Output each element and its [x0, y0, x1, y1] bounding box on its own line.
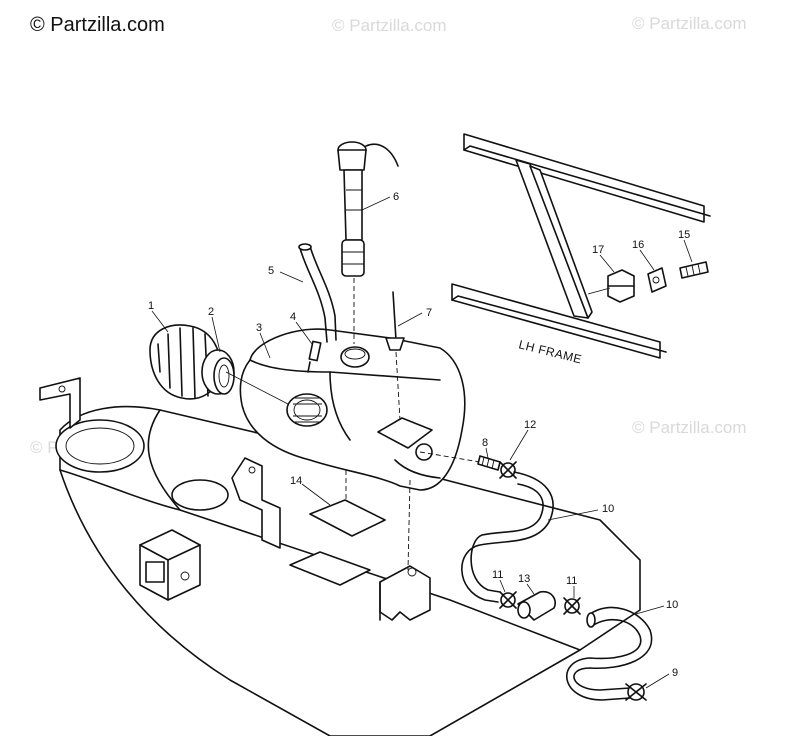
- tank-mount-bracket-right: [379, 565, 431, 621]
- lh-frame: [451, 133, 711, 359]
- fuel-filter: [517, 590, 556, 621]
- clip-screw: [679, 261, 709, 279]
- vent-hose: [298, 243, 337, 343]
- fuel-hose-lower: [565, 606, 653, 701]
- callout-4: 4: [290, 311, 296, 323]
- fuel-gauge: [337, 141, 399, 277]
- callout-2: 2: [208, 306, 214, 318]
- tank-gauge-boss: [340, 346, 370, 368]
- vent-fitting: [307, 340, 322, 373]
- callout-9: 9: [672, 667, 678, 679]
- callout-11-left: 11: [492, 569, 503, 581]
- hose-clamp-bottom: [625, 683, 647, 701]
- callout-10-upper: 10: [602, 503, 614, 515]
- tank-pad: [309, 499, 386, 537]
- watermark-faint-mid-right: © Partzilla.com: [632, 418, 747, 437]
- callout-5: 5: [268, 265, 274, 277]
- callout-7: 7: [426, 307, 432, 319]
- fuel-hose-upper: [461, 471, 554, 603]
- callout-1: 1: [148, 300, 154, 312]
- hose-clamp-top: [499, 461, 517, 479]
- callout-13: 13: [518, 573, 530, 585]
- lh-frame-label: LH FRAME: [517, 337, 583, 366]
- callout-14: 14: [290, 475, 302, 487]
- callout-16: 16: [632, 239, 644, 251]
- callout-11-right: 11: [566, 575, 577, 587]
- fuel-pickup: [385, 291, 405, 351]
- rail-hole-large: [55, 419, 145, 473]
- rail-cutout: [289, 551, 371, 586]
- watermark-main: © Partzilla.com: [30, 14, 165, 36]
- rail-hole-oval: [171, 479, 229, 511]
- hose-clamp-right: [563, 597, 581, 615]
- callout-8: 8: [482, 437, 488, 449]
- callout-17: 17: [592, 244, 604, 256]
- watermark-faint-top-right: © Partzilla.com: [632, 14, 747, 33]
- fuel-line-clip: [587, 269, 635, 303]
- line-bracket: [647, 267, 667, 293]
- hose-fitting: [477, 455, 501, 471]
- callout-6: 6: [393, 191, 399, 203]
- chassis-rail: [39, 377, 641, 736]
- hose-clamp-left: [499, 591, 517, 609]
- cap-gasket: [213, 357, 235, 395]
- callout-15: 15: [678, 229, 690, 241]
- tank-mount-bracket-left: [231, 457, 281, 549]
- tank-filler-neck: [286, 393, 328, 427]
- callout-10-lower: 10: [666, 599, 678, 611]
- callout-3: 3: [256, 322, 262, 334]
- watermark-faint-top-center: © Partzilla.com: [332, 16, 447, 35]
- tank-outlet-boss: [415, 443, 433, 461]
- callout-12: 12: [524, 419, 536, 431]
- rear-tab: [39, 377, 81, 429]
- fuel-tank: [239, 328, 466, 491]
